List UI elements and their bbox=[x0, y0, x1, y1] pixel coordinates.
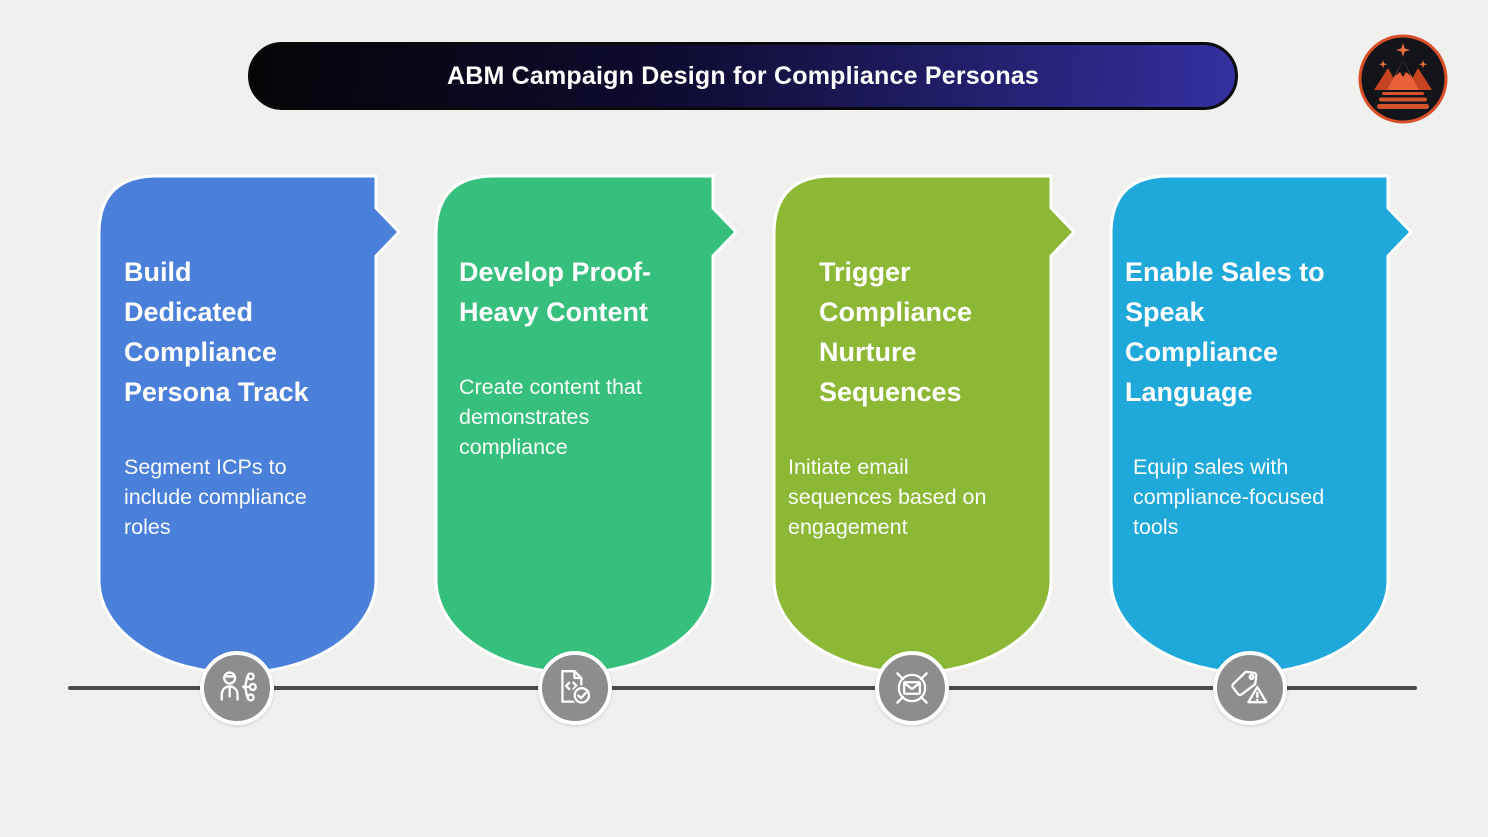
card-shape bbox=[1109, 174, 1414, 675]
email-automation-icon bbox=[896, 672, 928, 704]
title-banner: ABM Campaign Design for Compliance Perso… bbox=[248, 42, 1238, 110]
step-card-proof-heavy-content: Develop Proof- Heavy Content Create cont… bbox=[434, 174, 739, 676]
brand-logo bbox=[1357, 33, 1449, 125]
card-body: Create content that demonstrates complia… bbox=[459, 375, 642, 459]
card-shape bbox=[97, 174, 402, 675]
page-title: ABM Campaign Design for Compliance Perso… bbox=[446, 61, 1040, 90]
card-shape bbox=[434, 174, 739, 675]
card-title: Trigger Compliance Nurture Sequences bbox=[819, 257, 973, 407]
document-code-check-icon bbox=[561, 670, 592, 706]
timeline-node-1 bbox=[200, 651, 274, 725]
card-title: Develop Proof- Heavy Content bbox=[459, 257, 652, 327]
timeline-node-3 bbox=[875, 651, 949, 725]
persona-network-icon bbox=[220, 671, 257, 702]
card-title: Enable Sales to Speak Compliance Languag… bbox=[1125, 257, 1325, 407]
crown-mountain-logo-icon bbox=[1358, 34, 1448, 124]
timeline-line bbox=[68, 686, 1417, 690]
timeline-node-4 bbox=[1213, 651, 1287, 725]
card-shape bbox=[772, 174, 1077, 675]
tag-warning-icon bbox=[1231, 670, 1268, 704]
card-body: Equip sales with compliance-focused tool… bbox=[1133, 455, 1325, 539]
card-body: Segment ICPs to include compliance roles bbox=[124, 455, 307, 539]
step-card-build-persona-track: Build Dedicated Compliance Persona Track… bbox=[97, 174, 402, 676]
card-body: Initiate email sequences based on engage… bbox=[788, 455, 987, 539]
card-title: Build Dedicated Compliance Persona Track bbox=[124, 257, 309, 407]
timeline-node-2 bbox=[538, 651, 612, 725]
step-card-sales-enablement: Enable Sales to Speak Compliance Languag… bbox=[1109, 174, 1414, 676]
step-card-nurture-sequences: Trigger Compliance Nurture Sequences Ini… bbox=[772, 174, 1077, 676]
